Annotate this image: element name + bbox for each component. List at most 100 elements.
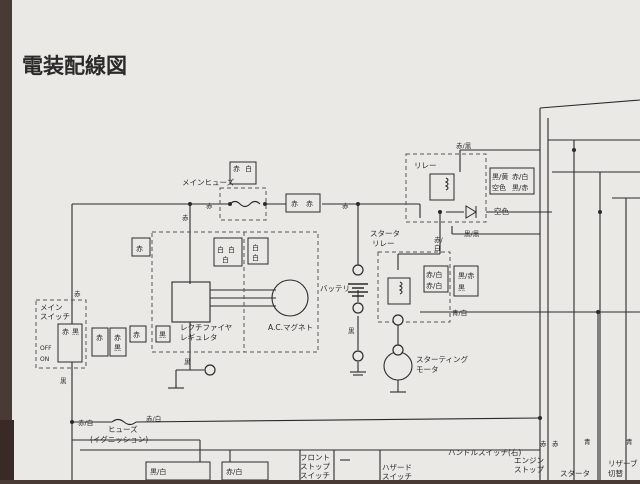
svg-text:スタータ: スタータ bbox=[560, 469, 590, 478]
svg-text:赤: 赤 bbox=[206, 202, 213, 210]
battery-terminal-neg bbox=[352, 302, 364, 314]
svg-text:黒/白: 黒/白 bbox=[150, 467, 166, 476]
paper-sheet bbox=[12, 0, 640, 480]
rectifier-label: レクチファイヤ bbox=[180, 323, 232, 332]
svg-text:赤/白: 赤/白 bbox=[226, 467, 242, 476]
svg-text:黒/赤: 黒/赤 bbox=[458, 272, 474, 280]
svg-text:ストップ: ストップ bbox=[514, 465, 544, 474]
svg-text:青: 青 bbox=[626, 437, 633, 446]
svg-text:黒: 黒 bbox=[114, 344, 121, 352]
svg-text:スイッチ: スイッチ bbox=[382, 472, 412, 480]
main-switch-label: メイン bbox=[40, 303, 63, 312]
svg-text:リザーブ: リザーブ bbox=[608, 458, 638, 468]
starter-relay-body bbox=[387, 277, 411, 305]
svg-text:赤: 赤 bbox=[136, 245, 143, 253]
ground-terminal bbox=[352, 350, 364, 362]
page-title: 電装配線図 bbox=[22, 54, 127, 78]
svg-text:黒: 黒 bbox=[60, 377, 67, 385]
switch-connector-icon bbox=[91, 327, 109, 357]
svg-text:赤: 赤 bbox=[114, 334, 121, 342]
main-switch-box bbox=[35, 299, 87, 369]
svg-text:赤/白: 赤/白 bbox=[426, 270, 442, 279]
svg-text:赤: 赤 bbox=[540, 440, 547, 448]
svg-text:黒/赤: 黒/赤 bbox=[512, 184, 528, 192]
ignition-fuse-label: ヒューズ bbox=[108, 424, 138, 434]
svg-text:赤/白: 赤/白 bbox=[146, 414, 161, 423]
svg-text:空色: 空色 bbox=[494, 206, 509, 216]
main-fuse-connector-icon bbox=[229, 161, 257, 185]
svg-text:空色: 空色 bbox=[492, 183, 506, 192]
svg-text:白: 白 bbox=[252, 253, 259, 262]
svg-text:赤: 赤 bbox=[96, 334, 103, 342]
svg-text:赤: 赤 bbox=[133, 331, 140, 339]
svg-text:黒/黒: 黒/黒 bbox=[464, 230, 480, 238]
svg-text:ON: ON bbox=[40, 356, 49, 363]
svg-text:ストップ: ストップ bbox=[300, 462, 330, 471]
relay-connector-icon bbox=[489, 167, 535, 195]
ac-magneto-symbol bbox=[271, 279, 309, 317]
svg-text:リレー: リレー bbox=[372, 239, 395, 248]
svg-text:赤: 赤 bbox=[291, 200, 298, 208]
starter-relay-connector2-icon bbox=[453, 265, 479, 297]
svg-text:赤: 赤 bbox=[306, 200, 313, 208]
starter-relay-box bbox=[377, 251, 451, 323]
svg-text:赤: 赤 bbox=[233, 165, 240, 173]
relay-body bbox=[429, 173, 455, 201]
svg-text:白: 白 bbox=[217, 245, 224, 254]
relay-box bbox=[405, 153, 487, 223]
svg-text:スイッチ: スイッチ bbox=[300, 471, 330, 480]
rectifier-box bbox=[171, 281, 211, 323]
svg-text:白: 白 bbox=[222, 255, 229, 264]
svg-text:フロント: フロント bbox=[300, 453, 330, 462]
svg-text:赤/白: 赤/白 bbox=[78, 418, 93, 427]
handle-switch-label: ハンドルスイッチ(右) bbox=[448, 447, 521, 457]
svg-text:赤/黒: 赤/黒 bbox=[456, 142, 472, 150]
svg-text:赤: 赤 bbox=[342, 202, 349, 210]
page-edge bbox=[0, 420, 14, 480]
main-fuse-box bbox=[219, 187, 267, 221]
main-fuse-symbol bbox=[229, 200, 261, 208]
svg-text:切替: 切替 bbox=[608, 468, 623, 478]
svg-text:白: 白 bbox=[228, 245, 235, 254]
svg-text:レギュレタ: レギュレタ bbox=[180, 333, 217, 342]
svg-text:白: 白 bbox=[434, 243, 441, 252]
svg-text:赤/白: 赤/白 bbox=[512, 172, 528, 181]
svg-text:赤/: 赤/ bbox=[434, 236, 444, 244]
ignition-fuse-symbol bbox=[111, 418, 137, 426]
svg-text:黒: 黒 bbox=[348, 327, 355, 335]
main-fuse-label: メインヒューズ bbox=[182, 177, 235, 187]
svg-text:モータ: モータ bbox=[416, 365, 439, 374]
svg-text:ハザード: ハザード bbox=[382, 463, 412, 472]
relay-label: リレー bbox=[414, 161, 437, 170]
svg-text:黒: 黒 bbox=[458, 284, 465, 292]
svg-text:エンジン: エンジン bbox=[514, 456, 544, 465]
svg-text:白: 白 bbox=[252, 243, 259, 252]
starter-terminal bbox=[392, 314, 404, 326]
battery-connector-icon bbox=[285, 193, 321, 213]
svg-text:赤: 赤 bbox=[74, 290, 81, 298]
rectifier-connector-icon bbox=[131, 237, 151, 257]
svg-text:赤/白: 赤/白 bbox=[426, 281, 442, 290]
regulator-connector-icon bbox=[247, 237, 269, 265]
starter-relay-label: スタータ bbox=[370, 229, 400, 238]
battery-terminal-pos bbox=[352, 264, 364, 276]
starting-motor-label: スターティング bbox=[416, 354, 469, 364]
battery-label: バッテリ bbox=[320, 284, 350, 293]
svg-text:白: 白 bbox=[245, 164, 252, 173]
svg-text:スイッチ: スイッチ bbox=[40, 312, 70, 321]
svg-text:黒/黄: 黒/黄 bbox=[492, 172, 508, 181]
svg-text:赤: 赤 bbox=[182, 214, 189, 222]
diode-symbol bbox=[465, 205, 477, 219]
svg-text:黒: 黒 bbox=[184, 358, 191, 366]
rectifier-magneto-box bbox=[151, 231, 319, 353]
svg-text:青: 青 bbox=[584, 437, 591, 446]
svg-text:赤: 赤 bbox=[552, 440, 559, 448]
ac-magneto-label: A.C.マグネト bbox=[268, 322, 313, 332]
svg-text:黒: 黒 bbox=[159, 331, 166, 339]
starter-relay-connector-icon bbox=[423, 265, 449, 293]
svg-text:黒: 黒 bbox=[72, 328, 79, 336]
svg-text:赤: 赤 bbox=[62, 328, 69, 336]
switch-diagram-icon bbox=[57, 323, 83, 363]
